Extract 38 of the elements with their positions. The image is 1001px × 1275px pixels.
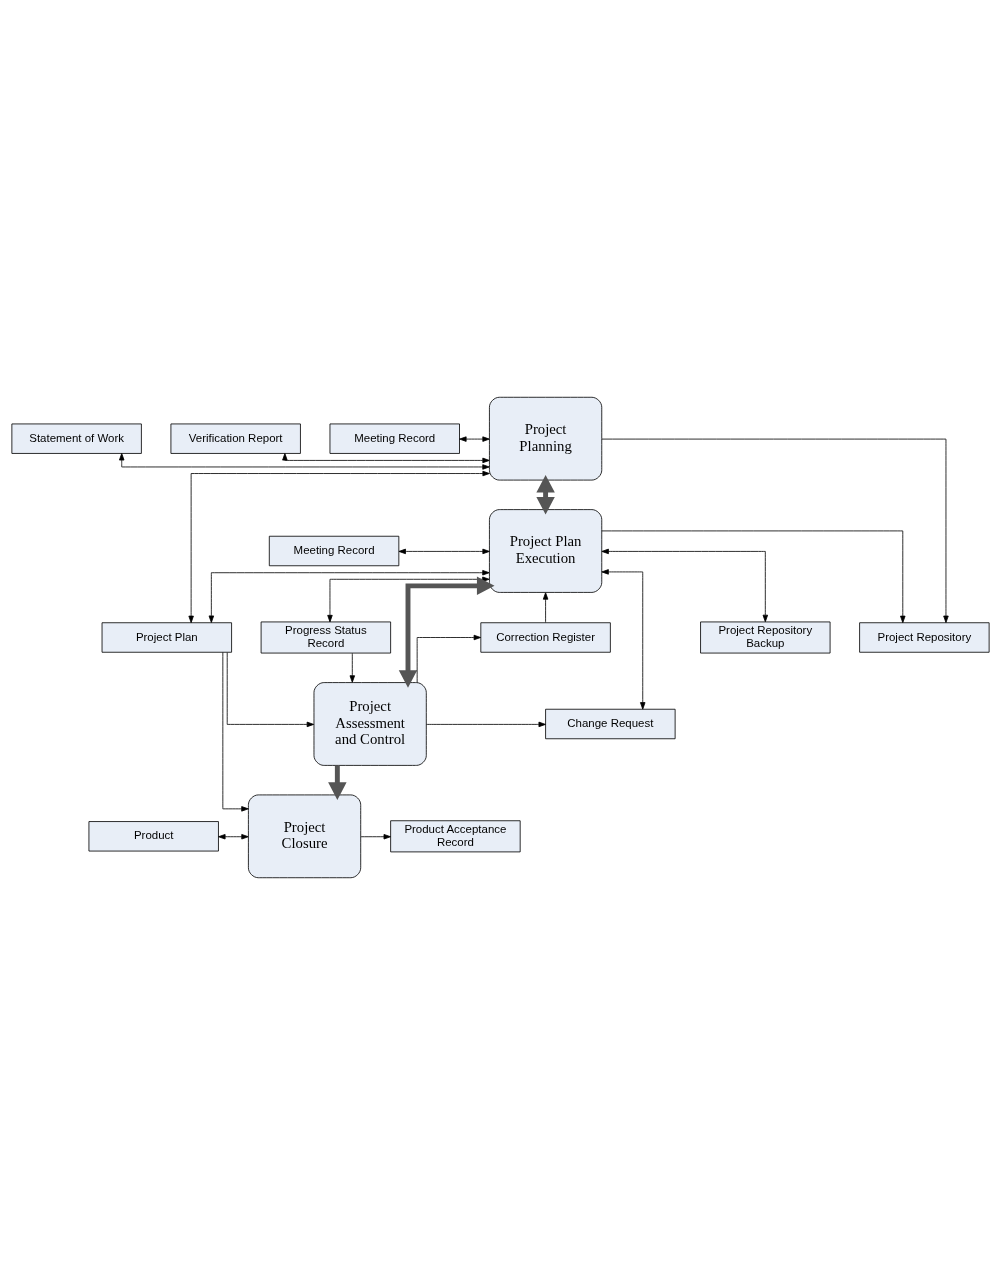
node-box: Product [88, 821, 219, 852]
node-box: Project Planning [489, 396, 603, 481]
node-box: Project Assessment and Control [313, 682, 427, 766]
arrow [349, 652, 355, 683]
arrow [360, 834, 391, 840]
node-box: Project Repository [859, 622, 990, 653]
arrow [398, 548, 490, 555]
arrow [188, 470, 490, 624]
arrow [601, 438, 949, 623]
node-box: Change Request [545, 708, 676, 740]
arrow [218, 834, 249, 840]
arrow [536, 474, 555, 515]
node-box: Verification Report [170, 423, 301, 454]
node-box: Project Plan [101, 622, 232, 653]
arrow [426, 721, 546, 728]
arrow [601, 548, 768, 623]
node-box: Statement of Work [11, 423, 142, 454]
arrow [328, 765, 347, 800]
node-box: Product Acceptance Record [390, 820, 521, 853]
arrow [226, 652, 315, 728]
arrow [208, 570, 490, 623]
arrow [327, 576, 490, 623]
arrow [542, 592, 549, 623]
node-box: Progress Status Record [260, 621, 392, 654]
arrow [282, 453, 490, 464]
arrow [398, 576, 495, 688]
arrow [459, 436, 490, 442]
node-box: Project Closure [248, 794, 362, 879]
node-box: Project Repository Backup [700, 621, 831, 654]
node-box: Meeting Record [268, 535, 400, 567]
arrow [119, 453, 490, 470]
arrow [222, 652, 249, 812]
arrow [601, 530, 906, 624]
arrow [416, 634, 482, 683]
node-box: Meeting Record [329, 423, 460, 454]
arrow [601, 569, 646, 710]
node-box: Correction Register [480, 622, 611, 653]
node-box: Project Plan Execution [489, 509, 603, 593]
